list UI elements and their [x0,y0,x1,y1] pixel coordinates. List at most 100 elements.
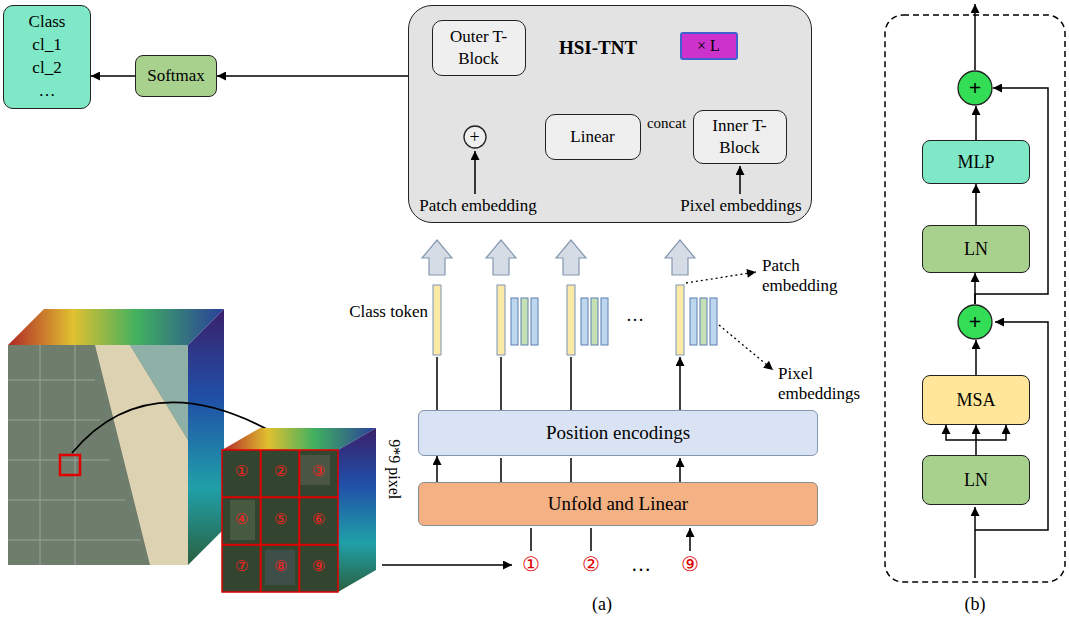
image-top-spectrum [8,309,224,345]
panel-label: (a) [582,594,622,615]
text-group: Softmax [147,65,205,86]
selected-patch [60,455,80,475]
block-arrow [486,240,516,275]
text-group: Outer T-Block [443,26,515,69]
node-text: Position encodings [546,421,690,445]
text-group: Unfold and Linear [548,492,688,516]
connector-line [91,75,135,77]
node-text: LN [964,238,988,261]
callout-number: ⑥ [304,511,334,528]
text-group: LN [964,469,988,492]
patch-token-bar [567,285,575,355]
text-group: Inner T-Block [704,115,776,158]
block-arrow [665,240,695,275]
pixel-token-bar [531,298,538,345]
node-text: + [469,128,479,146]
hsi-tnt-module: HSI-TNT× LOuter T-Block+LinearInner T-Bl… [408,5,812,223]
input-line [974,507,976,578]
callout-number: ① [226,463,256,480]
callout-number: ⑧ [265,558,295,575]
unfold-linear-box: Unfold and Linear [418,482,818,526]
connector-line [975,340,977,375]
embedding-arrow [501,458,680,482]
text-group: Linear [570,126,614,147]
connector-line [217,75,408,77]
cube-front [222,450,338,592]
sea [130,345,188,440]
callout-number: ② [265,463,295,480]
patch-token-bar [497,285,505,355]
pixel-token-bar [511,298,518,345]
connector [976,184,977,225]
text-group: MSA [956,389,995,412]
ellipsis: … [620,305,650,326]
node-text: cl_1 [29,34,66,57]
connector [217,76,408,77]
callout-number: ③ [304,463,334,480]
node-text: LN [964,469,988,492]
callout-number: ⑨ [675,553,705,576]
patch-token-bar [676,285,684,355]
edge-label: concat [647,115,686,132]
connector [946,425,1006,455]
node-text: cl_2 [29,57,66,80]
sum-node: + [463,125,487,149]
pixel-token-bar [710,298,717,345]
node-text: Outer T-Block [443,26,515,69]
text-group: + [969,311,982,333]
inner-t-block: Inner T-Block [693,110,787,164]
text-group: LN [964,238,988,261]
linear-box: Linear [545,114,641,160]
input-label: Pixel embeddings [676,196,806,216]
callout-number: ⑨ [304,558,334,575]
layer-norm-box: LN [922,455,1030,505]
token-bars [433,285,717,355]
pixel-token-bar [581,298,588,345]
node-text: × L [697,36,720,56]
outer-t-block: Outer T-Block [432,20,526,76]
text-group: MLP [957,151,994,174]
token-arrow [437,357,680,410]
node-text: Softmax [147,65,205,86]
msa-box: MSA [922,375,1030,425]
node-text: Class [29,11,66,34]
token-label: Class token [330,302,428,322]
pixel-token-bar [601,298,608,345]
callout-leader [686,272,756,283]
connector-line [436,456,438,482]
connector-line [976,425,1006,440]
size-label: 9*9 pixel [385,429,403,509]
softmax-box: Softmax [135,55,217,97]
text-group: + [969,77,982,99]
patch-grid-border [222,450,338,592]
text-group: Classcl_1cl_2… [29,11,66,103]
input-arrow [474,151,476,194]
repeat-badge: × L [680,32,738,60]
panel-label: (b) [955,594,995,615]
block-arrows [422,240,695,275]
layer-norm-box: LN [922,225,1030,273]
patch-grid [222,450,338,592]
callout-number: ⑦ [226,558,256,575]
pixel-token-bar [700,298,707,345]
input-arrow [739,166,741,194]
node-text: MLP [957,151,994,174]
pixel-token-bar [591,298,598,345]
class-token-bar [433,285,441,355]
node-text: Linear [570,126,614,147]
image-front [8,345,188,565]
circle-shape [958,71,992,105]
text-group: × L [697,36,720,56]
callout-leader [719,325,773,370]
connector-line [946,425,976,440]
residual-add: + [957,70,993,106]
input-arrow [531,528,690,551]
block-arrow [556,240,586,275]
callout-label: Patch embedding [762,256,854,295]
text-group: + [469,128,479,146]
node-text: MSA [956,389,995,412]
node-text: + [969,311,982,333]
image-side-spectrum [188,309,224,565]
position-encodings-box: Position encodings [418,410,818,456]
circle-shape [958,305,992,339]
